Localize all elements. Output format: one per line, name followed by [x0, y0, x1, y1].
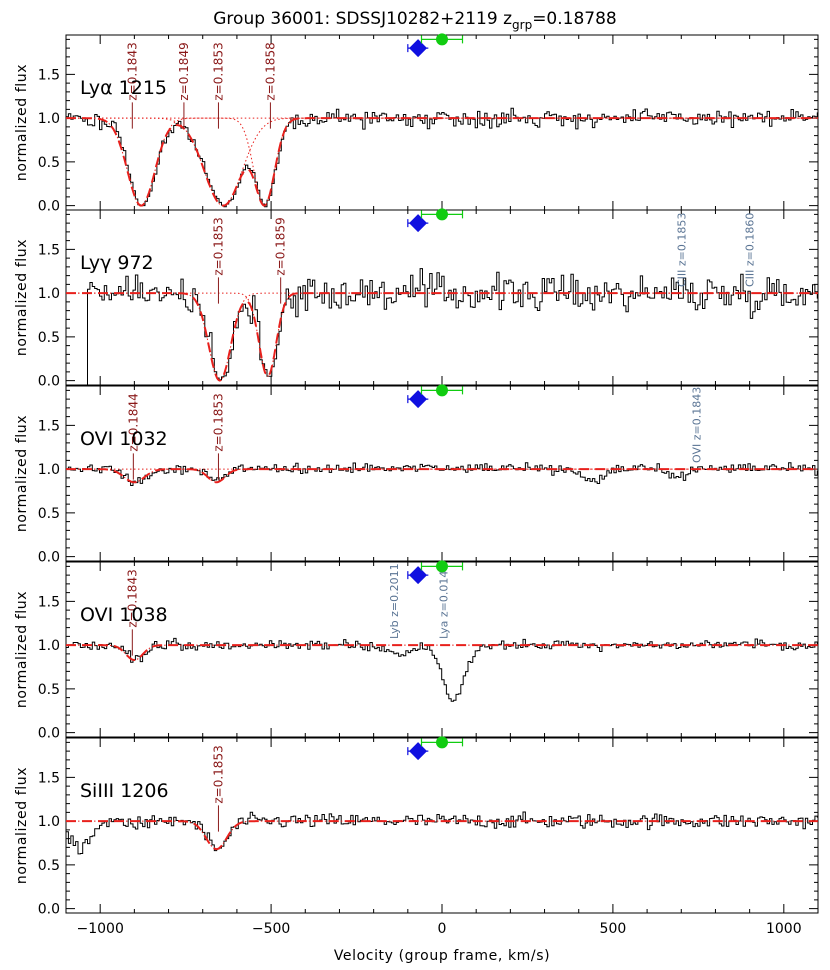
line-marker-label: z=0.1853 — [211, 217, 225, 275]
y-tick-label: 0.5 — [38, 330, 60, 346]
y-axis-title: normalized flux — [14, 239, 30, 356]
y-axis-title: normalized flux — [14, 591, 30, 708]
x-axis-title: Velocity (group frame, km/s) — [334, 948, 550, 964]
y-axis-title: normalized flux — [14, 767, 30, 884]
panel-4: 0.0 0.5 1.0 1.5 normalized flux z=0.1843 Lyb z… — [14, 560, 819, 742]
contaminant-label: Lyb z=0.2011 — [388, 563, 401, 639]
group-circle — [436, 33, 448, 46]
galaxy-diamond — [409, 390, 428, 409]
x-tick-label: −1000 — [77, 921, 124, 937]
panel-label: OVI 1032 — [80, 428, 168, 450]
line-marker-label: z=0.1843 — [125, 42, 139, 100]
line-marker-label: z=0.1849 — [177, 42, 191, 100]
y-tick-label: 1.5 — [38, 242, 60, 258]
contaminant-label: Lya z=0.0148 — [437, 564, 450, 639]
line-marker-label: z=0.1844 — [126, 393, 140, 451]
x-tick-label: 500 — [600, 921, 627, 937]
y-tick-label: 0.0 — [38, 374, 60, 390]
y-tick-label: 1.5 — [38, 770, 60, 786]
fit-model — [66, 820, 818, 851]
flux-histogram — [66, 268, 818, 385]
line-marker-label: z=0.1858 — [263, 42, 277, 100]
galaxy-diamond — [409, 742, 428, 761]
contaminant-label: CIII z=0.1860 — [744, 213, 757, 287]
y-tick-label: 0.0 — [38, 726, 60, 742]
y-tick-label: 0.5 — [38, 155, 60, 171]
component-profile — [66, 117, 818, 207]
y-tick-label: 1.0 — [38, 814, 60, 830]
panel-frame — [65, 385, 819, 562]
panel-label: Lyα 1215 — [80, 77, 167, 99]
flux-histogram — [66, 637, 818, 702]
panel-1: 0.0 0.5 1.0 1.5 normalized flux z=0.1843 z=0.1… — [14, 33, 819, 215]
y-tick-label: 1.0 — [38, 286, 60, 302]
flux-histogram — [66, 811, 818, 855]
group-circle — [436, 736, 448, 749]
line-marker-label: z=0.1853 — [211, 393, 225, 451]
x-tick-label: 1000 — [766, 921, 802, 937]
panel-plot-area — [66, 637, 818, 702]
chart-title-subscript: grp — [512, 18, 532, 32]
panel-2: 0.0 0.5 1.0 1.5 normalized flux z=0.1853 z=0.1… — [14, 208, 819, 390]
x-tick-label: −500 — [252, 921, 290, 937]
panel-3: 0.0 0.5 1.0 1.5 normalized flux z=0.1844 z=0.1… — [14, 384, 819, 566]
y-tick-label: 0.5 — [38, 506, 60, 522]
group-circle — [436, 208, 448, 221]
panel-frame — [65, 737, 819, 914]
x-tick-label: 0 — [438, 921, 447, 937]
panel-plot-area — [66, 811, 818, 855]
line-marker-label: z=0.1853 — [211, 42, 225, 100]
y-tick-label: 1.5 — [38, 418, 60, 434]
component-profile — [66, 117, 818, 207]
component-profile — [66, 117, 818, 207]
contaminant-label: CIII z=0.1853 — [675, 213, 688, 287]
component-profile — [66, 644, 818, 661]
y-tick-label: 0.0 — [38, 550, 60, 566]
component-profile — [66, 468, 818, 483]
panel-label: Lyγ 972 — [80, 252, 154, 274]
galaxy-diamond — [409, 566, 428, 585]
line-marker-label: z=0.1853 — [211, 745, 225, 803]
line-marker-label: z=0.1843 — [125, 569, 139, 627]
flux-histogram — [66, 107, 818, 208]
component-profile — [66, 468, 818, 483]
panels-group: 0.0 0.5 1.0 1.5 normalized flux z=0.1843 z=0.1… — [14, 33, 819, 937]
panel-label: SiIII 1206 — [80, 780, 169, 802]
component-profile — [66, 820, 818, 850]
fit-model — [66, 292, 818, 382]
panel-plot-area — [66, 462, 818, 486]
contaminant-label: OVI z=0.1843 — [691, 387, 704, 463]
y-tick-label: 0.5 — [38, 858, 60, 874]
group-circle — [436, 384, 448, 397]
y-tick-label: 1.5 — [38, 594, 60, 610]
panel-plot-area — [66, 107, 818, 208]
y-axis-title: normalized flux — [14, 415, 30, 532]
y-tick-label: 1.0 — [38, 462, 60, 478]
galaxy-diamond — [409, 214, 428, 233]
group-circle — [436, 560, 448, 573]
y-tick-label: 1.0 — [38, 638, 60, 654]
chart-title-tail: =0.18788 — [532, 9, 617, 29]
y-tick-label: 0.0 — [38, 902, 60, 918]
flux-histogram — [66, 462, 818, 486]
fit-model — [66, 468, 818, 484]
panel-5: 0.0 0.5 1.0 1.5 normalized flux z=0.1853SiIII… — [14, 736, 819, 937]
fit-model — [66, 644, 818, 661]
panel-plot-area — [66, 268, 818, 385]
fit-model — [66, 117, 818, 207]
y-tick-label: 0.0 — [38, 199, 60, 215]
y-tick-label: 1.0 — [38, 111, 60, 127]
galaxy-diamond — [409, 39, 428, 58]
y-tick-label: 0.5 — [38, 682, 60, 698]
chart-title: Group 36001: SDSSJ10282+2119 zgrp=0.1878… — [213, 9, 616, 32]
panel-label: OVI 1038 — [80, 604, 168, 626]
line-marker-label: z=0.1859 — [274, 217, 288, 275]
chart-title-main: Group 36001: SDSSJ10282+2119 z — [213, 9, 512, 29]
y-axis-title: normalized flux — [14, 64, 30, 181]
y-tick-label: 1.5 — [38, 67, 60, 83]
